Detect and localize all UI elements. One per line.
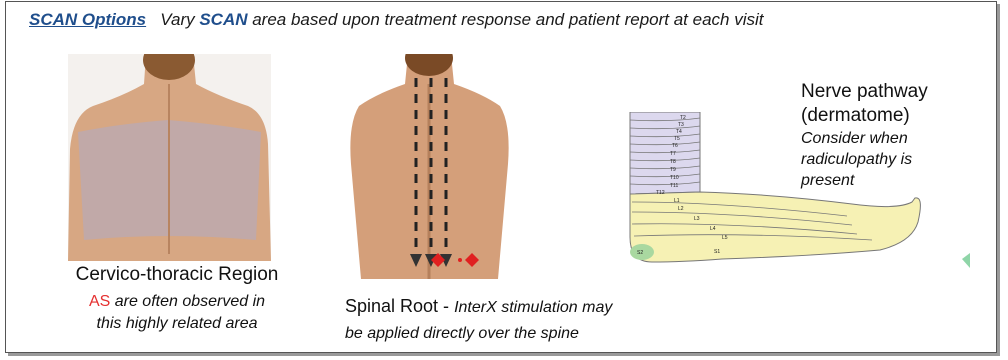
cervico-title: Cervico-thoracic Region bbox=[32, 264, 322, 286]
spinal-root-image bbox=[348, 54, 511, 279]
thoracic-region bbox=[630, 112, 700, 194]
nerve-line2: (dermatome) bbox=[801, 104, 928, 128]
dermatome-label-l5: L5 bbox=[722, 235, 728, 241]
dermatome-label-t7: T7 bbox=[670, 151, 676, 157]
nerve-note3: present bbox=[801, 170, 928, 191]
slide-header: SCAN Options Vary SCAN area based upon t… bbox=[29, 10, 764, 30]
dermatome-label-s1: S1 bbox=[714, 249, 720, 255]
nerve-note1: Consider when bbox=[801, 128, 928, 149]
spinal-note-a: InterX stimulation may bbox=[454, 299, 612, 316]
green-marker bbox=[962, 253, 970, 268]
dermatome-label-t3: T3 bbox=[678, 122, 684, 128]
dermatome-label-l1: L1 bbox=[674, 198, 680, 204]
as-abbrev: AS bbox=[89, 293, 110, 310]
header-text-pre: Vary bbox=[160, 10, 199, 29]
spinal-note-b: be applied directly over the spine bbox=[345, 325, 579, 342]
dermatome-label-t9: T9 bbox=[670, 167, 676, 173]
dermatome-label-t10: T10 bbox=[670, 175, 679, 181]
cervico-thoracic-image bbox=[68, 54, 271, 261]
dermatome-label-l2: L2 bbox=[678, 206, 684, 212]
dermatome-label-l3: L3 bbox=[694, 216, 700, 222]
header-text-post: area based upon treatment response and p… bbox=[248, 10, 764, 29]
cervico-note-rest: are often observed in bbox=[110, 293, 265, 310]
dermatome-label-t4: T4 bbox=[676, 129, 682, 135]
cervico-note-line2: this highly related area bbox=[97, 315, 258, 332]
cervico-note: AS are often observed in this highly rela… bbox=[32, 291, 322, 335]
dermatome-label-t12: T12 bbox=[656, 190, 665, 196]
dermatome-label-s2: S2 bbox=[637, 250, 643, 256]
spinal-caption: Spinal Root - InterX stimulation may be a… bbox=[345, 294, 612, 346]
scan-options-link[interactable]: SCAN Options bbox=[29, 10, 146, 29]
nerve-note2: radiculopathy is bbox=[801, 149, 928, 170]
dermatome-label-t6: T6 bbox=[672, 143, 678, 149]
dermatome-label-l4: L4 bbox=[710, 226, 716, 232]
dermatome-label-t5: T5 bbox=[674, 136, 680, 142]
spinal-title: Spinal Root - bbox=[345, 296, 454, 316]
header-scan-word: SCAN bbox=[199, 10, 247, 29]
dermatome-label-t8: T8 bbox=[670, 159, 676, 165]
dermatome-label-t11: T11 bbox=[670, 183, 678, 189]
red-dot bbox=[458, 258, 462, 262]
dermatome-label-t2: T2 bbox=[680, 115, 686, 121]
nerve-caption: Nerve pathway (dermatome) Consider when … bbox=[801, 80, 928, 191]
nerve-line1: Nerve pathway bbox=[801, 80, 928, 104]
